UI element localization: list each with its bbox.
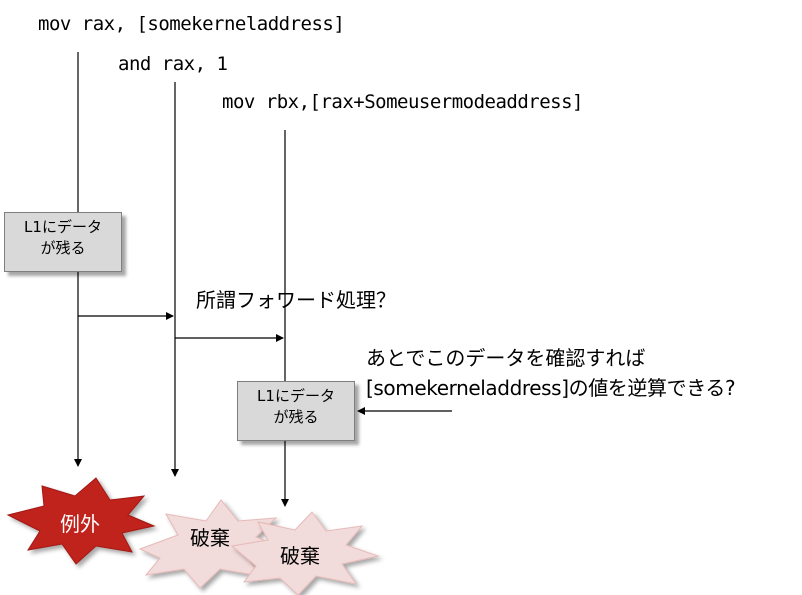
l1-cache-box-1-line1: L1にデータ — [24, 218, 102, 236]
forwarding-annotation: 所謂フォワード処理？ — [196, 288, 396, 312]
discard-label-2: 破棄 — [280, 544, 320, 568]
l1-cache-box-1: L1にデータ が残る — [4, 212, 122, 272]
discard-label-1: 破棄 — [190, 526, 230, 550]
question-annotation-line1: あとでこのデータを確認すれば — [366, 346, 646, 370]
l1-cache-box-1-line2: が残る — [40, 239, 86, 257]
question-annotation-line2: [somekerneladdress]の値を逆算できる? — [366, 376, 736, 400]
instruction-mov-rbx: mov rbx,[rax+Someusermodeaddress] — [222, 91, 584, 113]
instruction-and-rax: and rax, 1 — [118, 53, 228, 75]
exception-label: 例外 — [60, 512, 100, 536]
l1-cache-box-2-line1: L1にデータ — [257, 387, 335, 405]
discard-burst-2 — [230, 511, 380, 595]
instruction-mov-rax: mov rax, [somekerneladdress] — [38, 13, 345, 35]
l1-cache-box-2: L1にデータ が残る — [237, 381, 355, 441]
exception-burst — [6, 477, 156, 565]
l1-cache-box-2-line2: が残る — [273, 408, 319, 426]
